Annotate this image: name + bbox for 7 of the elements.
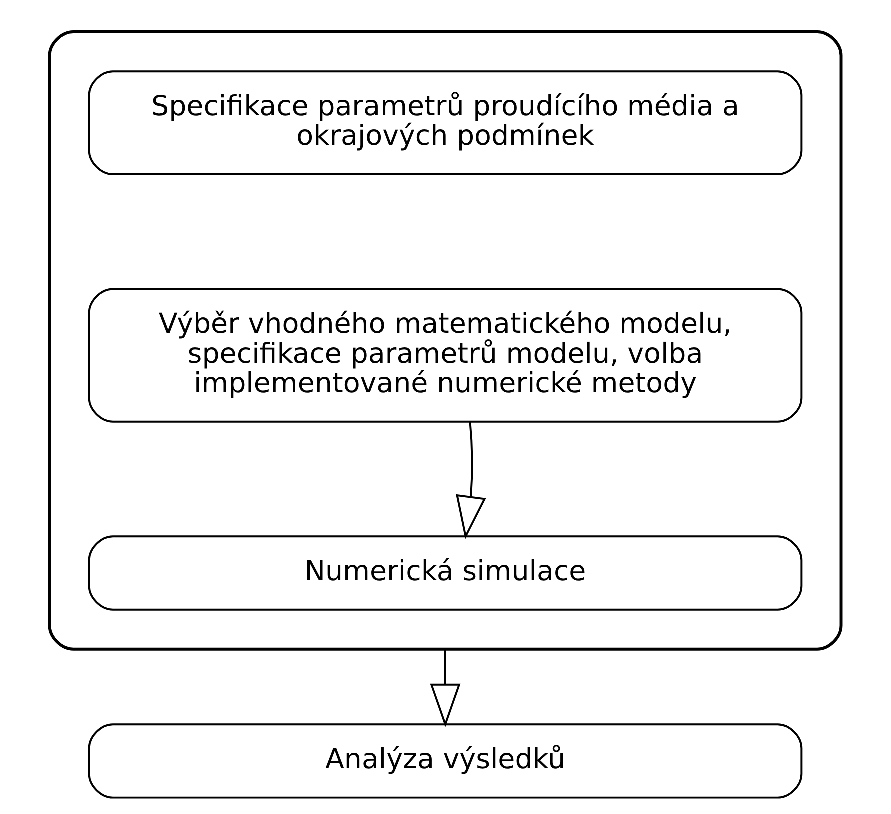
arrow	[456, 422, 486, 540]
node-box: Analýza výsledků	[88, 724, 803, 799]
cluster	[48, 30, 843, 651]
arrow	[430, 649, 461, 728]
node-box: Numerická simulace	[88, 536, 803, 611]
node-box: Výběr vhodného matematického modelu, specifikace parametrů modelu, volba implementované numerické metody	[88, 288, 803, 423]
node-box: Specifikace parametrů proudícího média a okrajových podmínek	[88, 70, 803, 176]
